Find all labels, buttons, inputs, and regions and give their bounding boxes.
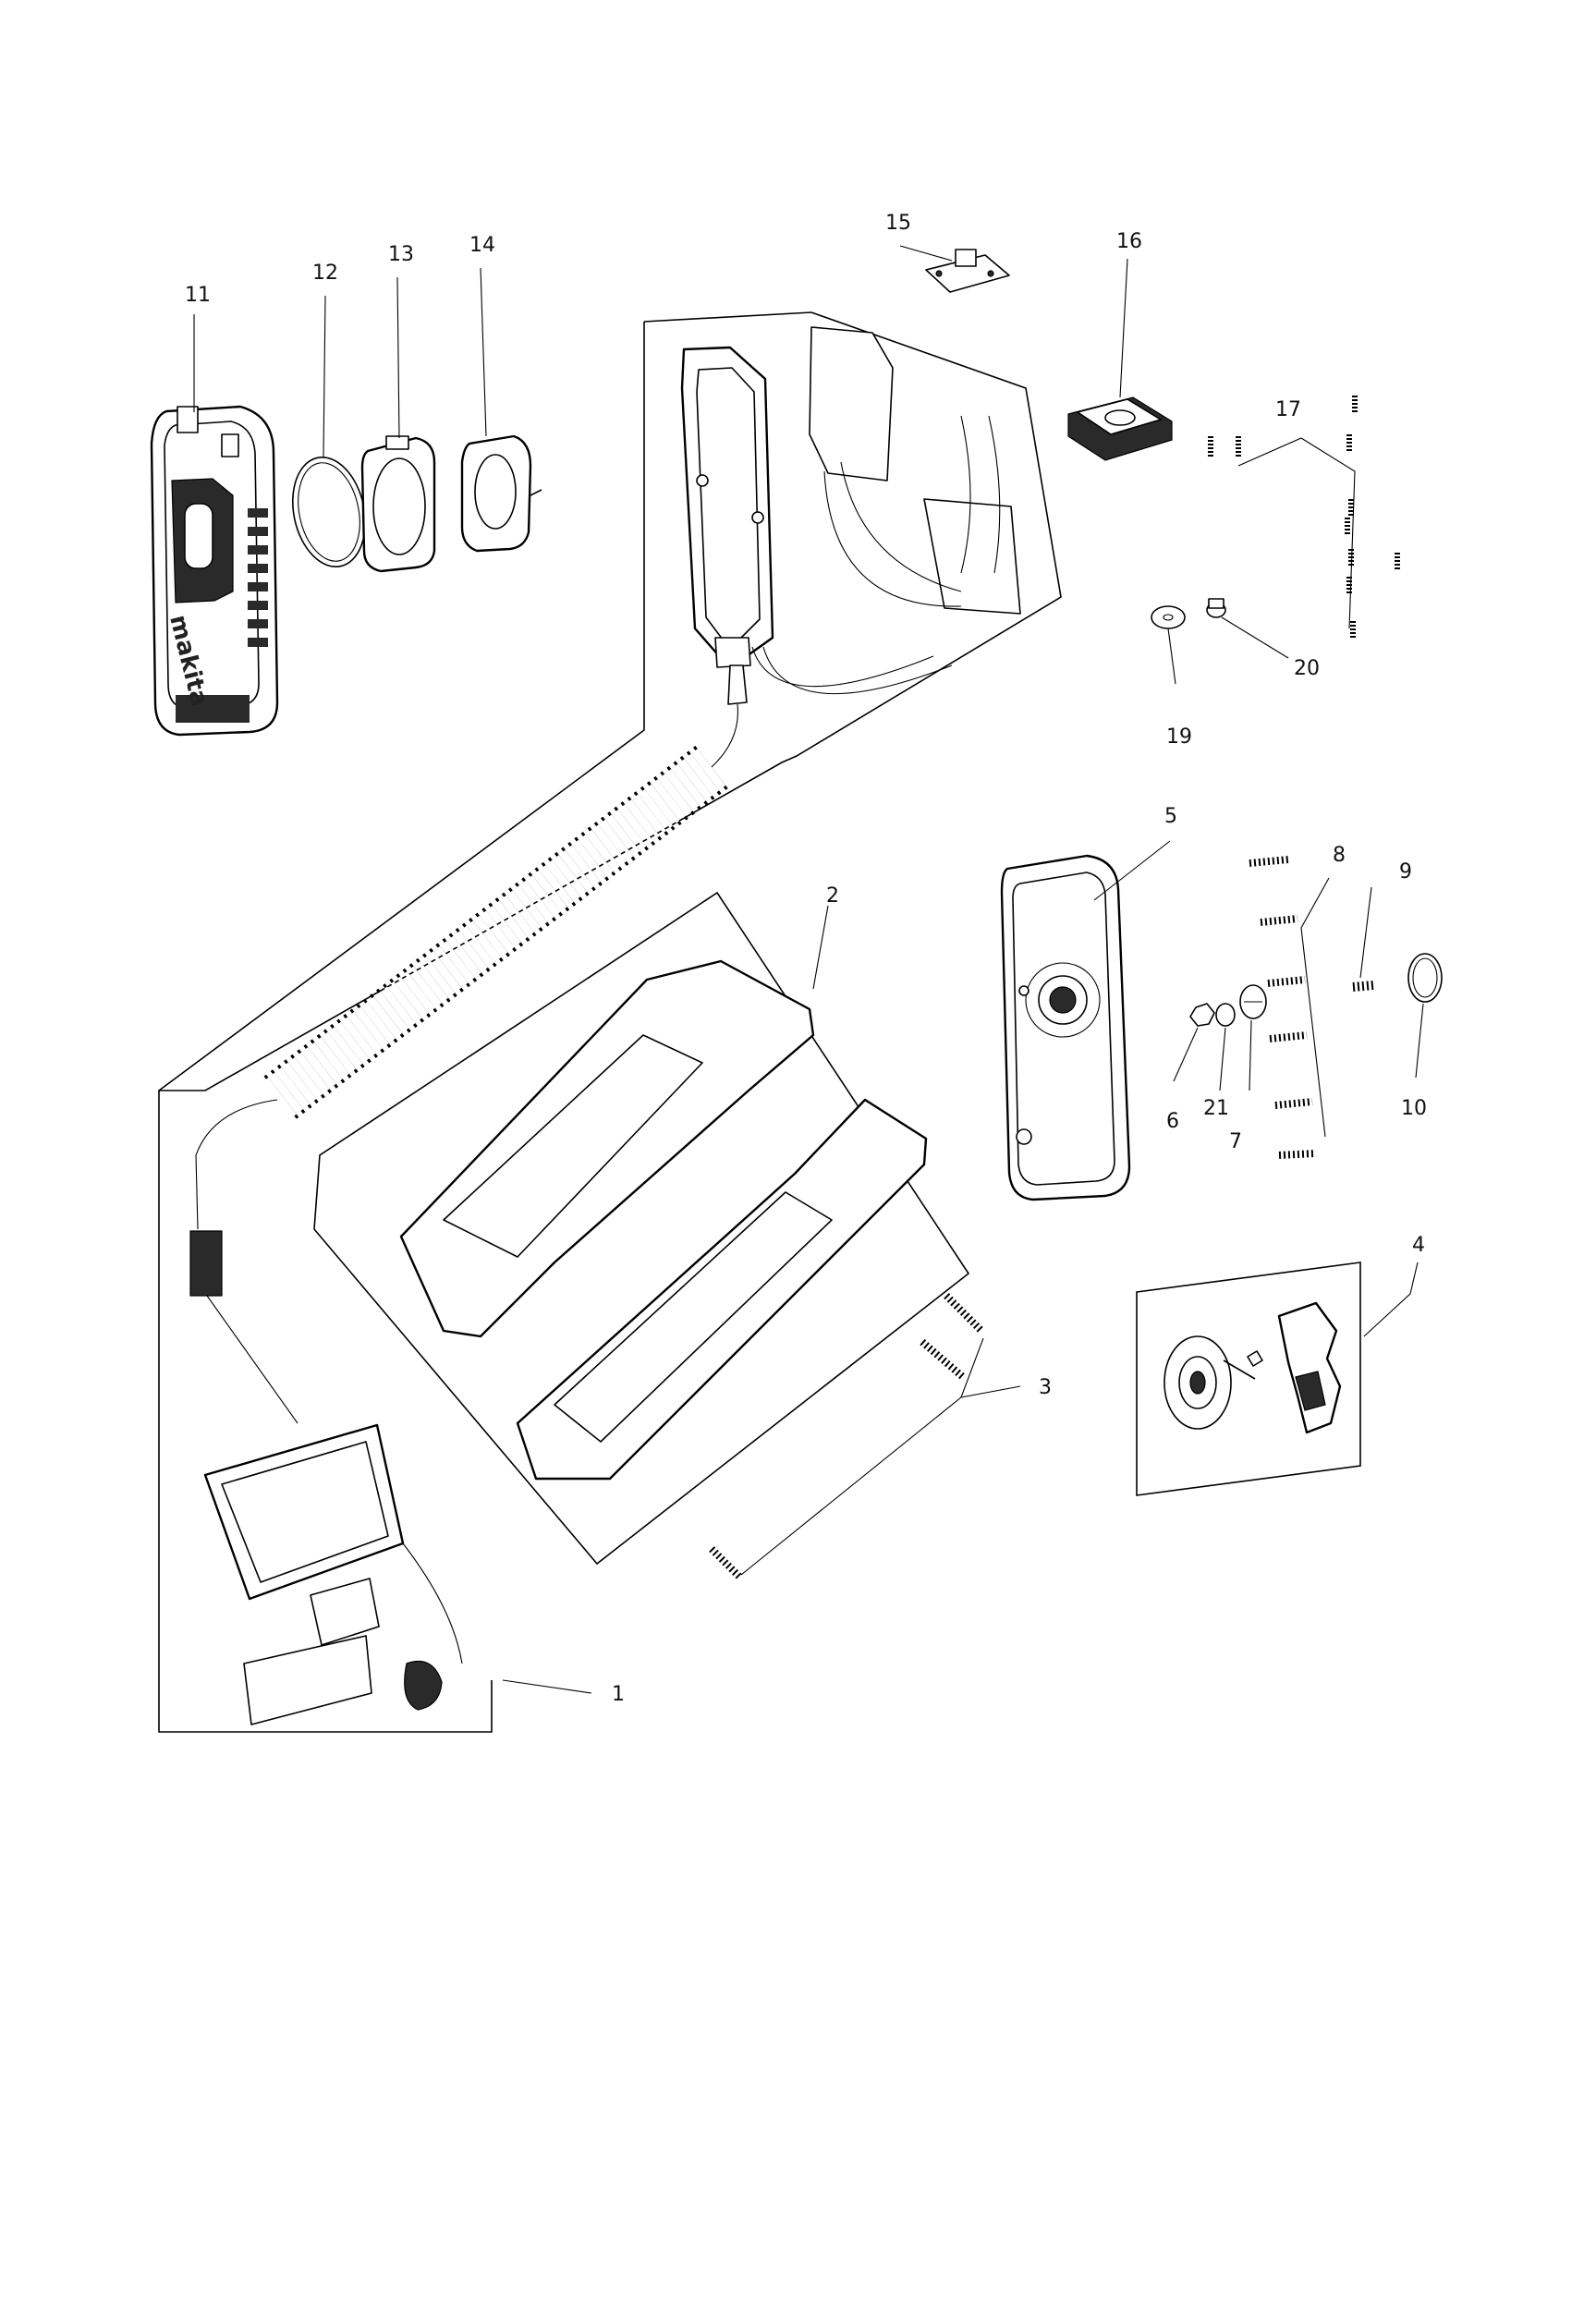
nut-part xyxy=(1189,1003,1215,1027)
leader-lines xyxy=(193,245,1424,1694)
callout-4: 4 xyxy=(1412,1234,1425,1257)
group-outline-cable-assembly xyxy=(158,311,1062,1733)
inner-lens-part xyxy=(460,434,542,553)
belt-clip-part xyxy=(1163,1301,1342,1434)
callout-20: 20 xyxy=(1294,657,1320,680)
spacer-part xyxy=(1206,598,1226,618)
screws-part xyxy=(709,1293,984,1579)
group-outline-belt-clip xyxy=(1136,1262,1361,1496)
callout-17: 17 xyxy=(1275,398,1301,421)
switch-bracket-part xyxy=(925,249,1010,293)
callout-5: 5 xyxy=(1164,805,1177,828)
battery-adapter-part xyxy=(203,1423,463,1725)
battery-holder-part xyxy=(399,959,928,1481)
callout-19: 19 xyxy=(1166,725,1192,749)
knob-screw-part xyxy=(1239,984,1267,1019)
switch-knob-part xyxy=(1067,396,1173,461)
o-ring-part xyxy=(291,456,367,568)
callout-1: 1 xyxy=(612,1683,625,1706)
housing-screws-part xyxy=(1249,856,1317,1159)
coil-cable xyxy=(189,646,953,1424)
callout-12: 12 xyxy=(312,262,338,285)
callout-11: 11 xyxy=(185,284,211,307)
front-housing-part: makita xyxy=(150,405,279,737)
callout-7: 7 xyxy=(1229,1130,1242,1153)
pcb-board-part xyxy=(809,326,1021,615)
small-o-ring-part xyxy=(1407,953,1443,1003)
group-outline-cable-top xyxy=(158,322,645,1091)
group-outline-battery-holder xyxy=(313,891,970,1566)
callout-14: 14 xyxy=(469,234,495,257)
washer-part xyxy=(1215,1003,1236,1027)
callout-8: 8 xyxy=(1333,844,1346,867)
callout-9: 9 xyxy=(1399,860,1412,884)
callout-15: 15 xyxy=(885,212,911,235)
spring-washer-part xyxy=(1151,605,1186,629)
callout-21: 21 xyxy=(1203,1097,1229,1120)
callout-6: 6 xyxy=(1166,1110,1179,1133)
lens-ring-part xyxy=(360,435,436,573)
small-screw-part xyxy=(1352,981,1374,992)
callout-numbers: 1 2 3 4 5 6 7 8 9 10 11 12 13 14 15 16 1… xyxy=(185,212,1427,1706)
callout-3: 3 xyxy=(1039,1376,1052,1399)
screws-set-part xyxy=(1208,396,1400,638)
callout-13: 13 xyxy=(388,243,414,266)
rear-housing-part xyxy=(1000,854,1131,1201)
callout-16: 16 xyxy=(1116,230,1142,253)
callout-2: 2 xyxy=(826,884,839,908)
rear-pcb-housing-part xyxy=(680,346,774,668)
callout-10: 10 xyxy=(1401,1097,1427,1120)
